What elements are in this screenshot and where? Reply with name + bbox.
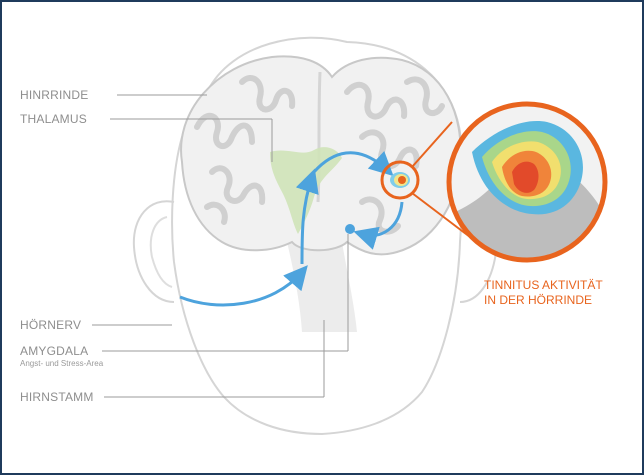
hearing-nerve-path	[180, 272, 302, 305]
label-hinrrinde: HINRRINDE	[20, 88, 88, 102]
label-hirnstamm: HIRNSTAMM	[20, 390, 94, 404]
zoom-inset	[442, 102, 612, 272]
label-hoernerv: HÖRNERV	[20, 318, 81, 332]
left-ear-inner	[151, 217, 172, 287]
label-amygdala: AMYGDALA	[20, 344, 88, 358]
brainstem-shape	[287, 242, 357, 332]
amygdala-dot	[345, 224, 355, 234]
label-thalamus: THALAMUS	[20, 112, 87, 126]
left-ear	[134, 201, 174, 302]
callout-line-1: TINNITUS AKTIVITÄT	[484, 278, 603, 293]
callout-line-2: IN DER HÖRRINDE	[484, 293, 592, 308]
label-amygdala-sub: Angst- und Stress-Area	[20, 359, 103, 369]
